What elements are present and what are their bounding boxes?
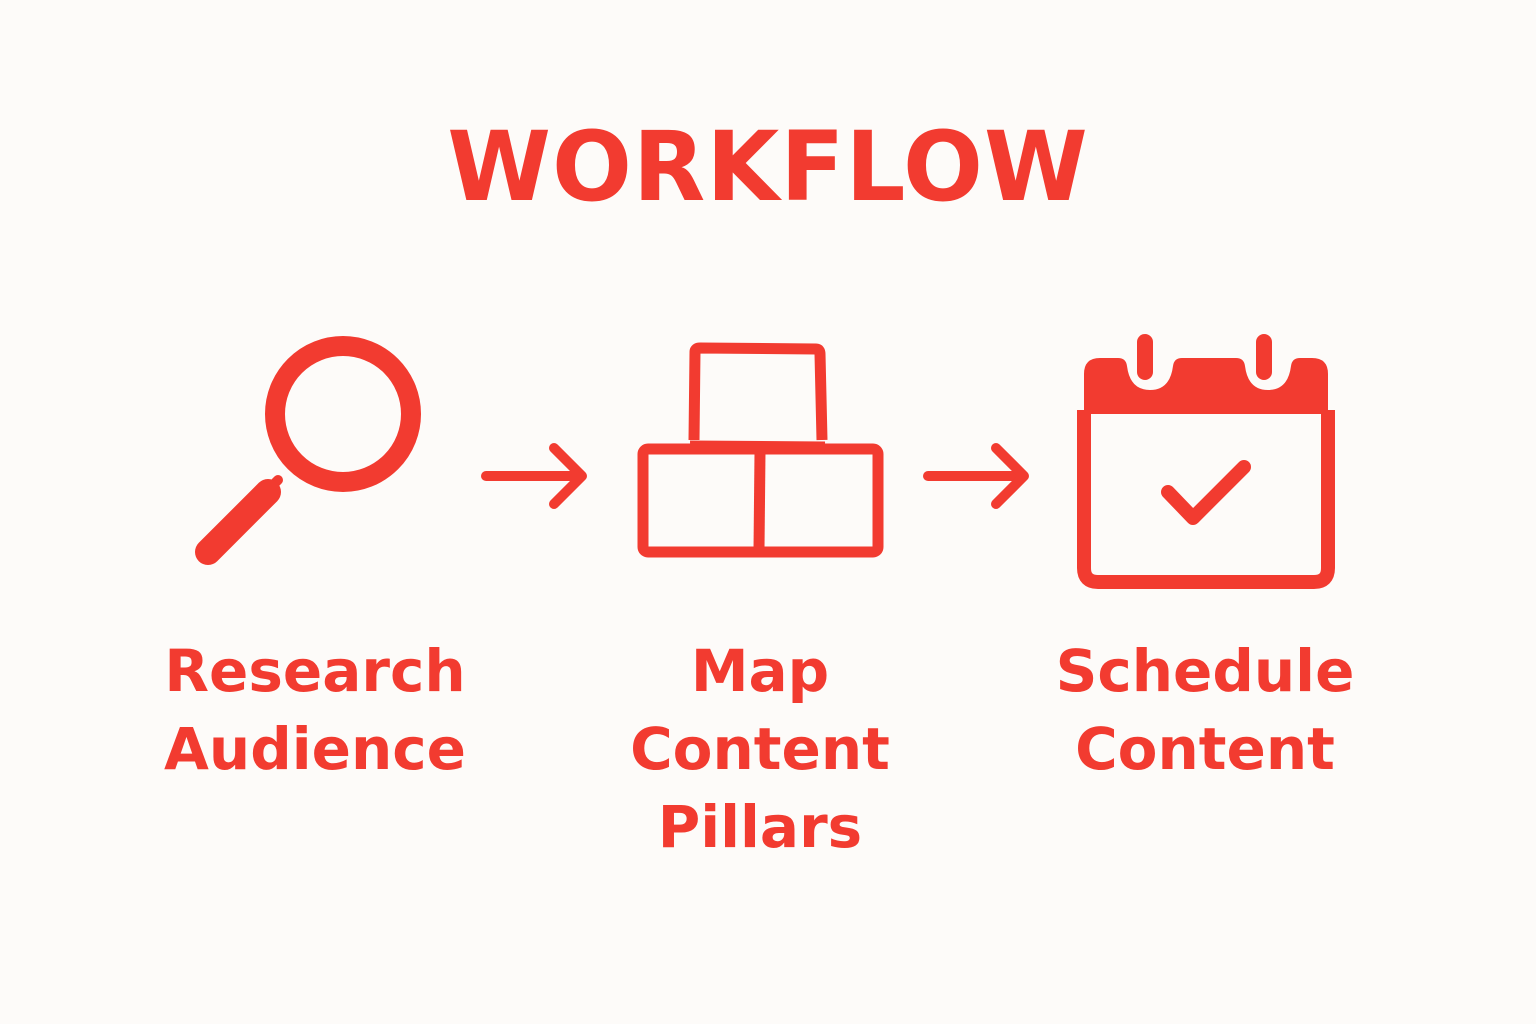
step-label-line: Map <box>690 637 830 705</box>
magnifying-glass-icon <box>180 310 450 590</box>
step-label-map-content-pillars: Map Content Pillars <box>560 632 960 866</box>
step-label-line: Schedule <box>1055 637 1355 705</box>
step-label-line: Content <box>630 715 890 783</box>
arrow-right-icon <box>912 430 1042 524</box>
step-label-research-audience: Research Audience <box>120 632 510 788</box>
arrow-right-icon <box>470 430 600 524</box>
step-label-line: Research <box>164 637 466 705</box>
calendar-check-icon <box>1070 320 1350 600</box>
diagram-title: WORKFLOW <box>447 111 1089 223</box>
step-label-line: Pillars <box>657 793 863 861</box>
step-label-schedule-content: Schedule Content <box>1005 632 1405 788</box>
stacked-blocks-icon <box>620 330 900 570</box>
step-label-line: Content <box>1075 715 1335 783</box>
step-label-line: Audience <box>164 715 466 783</box>
